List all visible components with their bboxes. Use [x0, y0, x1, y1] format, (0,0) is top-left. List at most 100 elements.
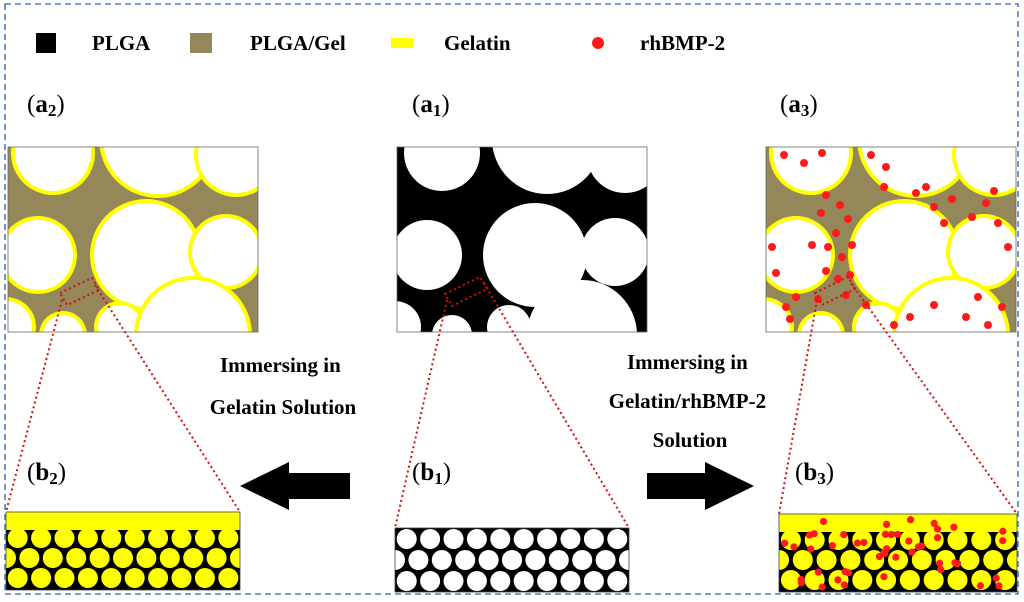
b3-rhbmp2-dot-27: [882, 520, 891, 528]
a2-pore-9: [138, 280, 248, 332]
b3-cell-1-8: [983, 550, 1004, 570]
a3-rhbmp2-dot-25: [912, 189, 920, 197]
a3-pore-3: [766, 220, 831, 290]
b1-cell-1-5: [525, 550, 546, 570]
b3-rhbmp2-dot-24: [918, 542, 926, 550]
arrow-right: [647, 462, 754, 510]
a3-rhbmp2-dot-12: [824, 243, 832, 251]
b1-cell-1-3: [478, 550, 499, 570]
a3-pore-8: [856, 305, 900, 332]
a3-rhbmp2-dot-5: [880, 183, 888, 191]
b2-cell-2-0: [7, 568, 28, 588]
b3-cell-0-6: [923, 530, 944, 550]
b1-cell-2-8: [583, 571, 604, 591]
a3-rhbmp2-dot-11: [848, 241, 856, 249]
b3-cell-0-8: [971, 530, 992, 550]
a3-rhbmp2-dot-41: [930, 301, 938, 309]
a3-rhbmp2-dot-37: [962, 313, 970, 321]
b3-rhbmp2-dot-33: [883, 545, 891, 553]
b3-cell-1-5: [911, 550, 932, 570]
a3-rhbmp2-dot-1: [800, 159, 808, 167]
b3-cell-0-10: [1019, 530, 1024, 550]
b1-cell-0-3: [466, 529, 487, 549]
b2-cell-0-0: [7, 528, 28, 548]
b2-cell-0-7: [171, 528, 192, 548]
legend-label-gelatin: Gelatin: [444, 31, 511, 55]
b1-clip: [373, 528, 651, 592]
b3-rhbmp2-dot-40: [906, 516, 915, 524]
b1-cell-0-10: [631, 529, 651, 549]
a1-border: [396, 146, 648, 333]
a3-rhbmp2-dot-4: [882, 163, 890, 171]
b3-clip: [757, 514, 1024, 592]
a3-pore-9: [896, 280, 1006, 332]
b3-rhbmp2-dot-7: [894, 530, 902, 539]
plga-gel-swatch: [190, 33, 212, 53]
step-right-caption: Immersing in Gelatin/rhBMP-2 Solution: [609, 350, 772, 452]
b3-cell-0--1: [757, 530, 777, 550]
b2-cell-2-1: [31, 568, 52, 588]
b3-rhbmp2-dot-12: [807, 545, 815, 553]
b3-rhbmp2-dot-41: [853, 539, 862, 547]
b3-rhbmp2-dot-6: [930, 519, 938, 527]
b3-rhbmp2-dot-44: [840, 581, 848, 589]
panel-label-b3: (b3): [795, 459, 834, 488]
b2-cell-0-1: [31, 528, 52, 548]
a3-rhbmp2-dot-31: [990, 187, 998, 195]
b3-rhbmp2-dot-16: [818, 583, 826, 591]
b1-cell-2-1: [420, 571, 441, 591]
zoom-box-a1: [443, 275, 489, 308]
b3-rhbmp2-dot-36: [841, 568, 849, 576]
b3-rhbmp2-dot-0: [892, 553, 900, 561]
a3-rhbmp2-dot-17: [842, 291, 850, 299]
a3-rhbmp2-dot-8: [817, 209, 825, 217]
scaffold-panel-a2: [7, 146, 259, 333]
a3-rhbmp2-dot-39: [906, 313, 914, 321]
a3-rhbmp2-dot-30: [994, 219, 1002, 227]
a3-rhbmp2-dot-0: [780, 151, 788, 159]
b1-cell-2-4: [490, 571, 511, 591]
b3-rhbmp2-dot-28: [790, 543, 798, 551]
b2-cell-2--1: [0, 568, 4, 588]
b3-rhbmp2-dot-17: [881, 530, 890, 538]
a3-rhbmp2-dot-3: [867, 151, 875, 159]
b1-cell-0-6: [537, 529, 558, 549]
a3-pore-5: [950, 218, 1016, 286]
a3-rhbmp2-dot-13: [838, 253, 846, 261]
a2-pore-1: [103, 147, 213, 194]
b2-cell-0-10: [242, 528, 262, 548]
b1-cell-2-3: [466, 571, 487, 591]
b3-rhbmp2-dot-9: [908, 548, 916, 556]
b1-cell-2-9: [607, 571, 628, 591]
b1-cell-0--1: [373, 529, 393, 549]
legend-item-gelatin: Gelatin: [391, 31, 511, 55]
a3-rhbmp2-dot-36: [998, 303, 1006, 311]
b1-cell-1-4: [502, 550, 522, 570]
b3-cell-2-8: [971, 570, 992, 590]
legend-item-plga-gel: PLGA/Gel: [190, 31, 346, 55]
a1-pore-5: [581, 218, 647, 286]
b1-cell-1-6: [548, 550, 569, 570]
a3-rhbmp2-dot-10: [832, 229, 840, 237]
a3-pore-1: [861, 147, 971, 194]
b1-cell-1--1: [395, 550, 405, 570]
b2-gelatin-band: [6, 512, 240, 530]
a3-rhbmp2-dot-9: [844, 215, 852, 223]
b3-rhbmp2-dot-26: [810, 530, 818, 538]
b1-cell-1-9: [619, 550, 629, 570]
a2-pore-2: [198, 147, 258, 193]
b1-border: [394, 527, 630, 593]
b3-rhbmp2-dot-15: [933, 534, 942, 542]
b2-cell-2-3: [77, 568, 98, 588]
b3-rhbmp2-dot-22: [834, 576, 842, 584]
legend-label-plga-gel: PLGA/Gel: [250, 31, 346, 55]
b2-cell-0-5: [124, 528, 145, 548]
b1-cell-1-2: [455, 550, 476, 570]
b2-cell-1-0: [19, 548, 40, 568]
b1-cell-0-1: [420, 529, 441, 549]
b1-cell-2-5: [513, 571, 534, 591]
a1-pore-7: [432, 315, 472, 332]
wall-panel-b2: [0, 511, 262, 591]
